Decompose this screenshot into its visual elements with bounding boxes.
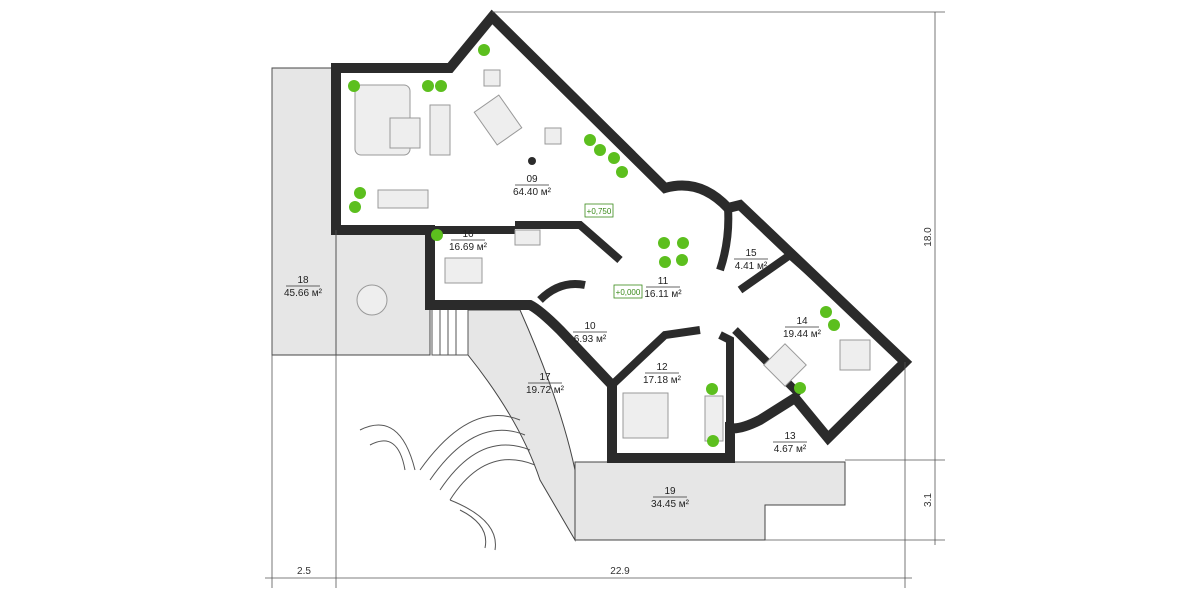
plant-icon bbox=[616, 166, 628, 178]
plant-icon bbox=[422, 80, 434, 92]
level-lower-label: +0,000 bbox=[616, 288, 641, 297]
plant-icon bbox=[658, 237, 670, 249]
room-area: 4.41 м² bbox=[735, 261, 768, 272]
room-label-12: 12 17.18 м² bbox=[643, 362, 682, 386]
dim-total-height: 18.0 bbox=[923, 227, 934, 247]
level-upper: +0,750 bbox=[584, 203, 614, 218]
dim-terrace-width: 2.5 bbox=[297, 566, 311, 577]
room-number: 17 bbox=[539, 372, 551, 383]
room-label-14: 14 19.44 м² bbox=[783, 316, 822, 340]
column bbox=[528, 157, 536, 165]
plant-icon bbox=[478, 44, 490, 56]
plant-icon bbox=[348, 80, 360, 92]
terrace-18 bbox=[271, 67, 337, 356]
room-number: 16 bbox=[462, 229, 474, 240]
plant-icon bbox=[820, 306, 832, 318]
plants bbox=[348, 44, 840, 447]
room-area: 19.44 м² bbox=[783, 329, 822, 340]
plant-icon bbox=[828, 319, 840, 331]
plant-icon bbox=[706, 383, 718, 395]
room-area: 45.66 м² bbox=[284, 288, 323, 299]
dim-total-width: 22.9 bbox=[610, 566, 630, 577]
terrace-19 bbox=[574, 461, 846, 541]
terraces bbox=[271, 67, 846, 542]
room-number: 09 bbox=[526, 174, 538, 185]
room-number: 12 bbox=[656, 362, 668, 373]
room-number: 14 bbox=[796, 316, 808, 327]
plant-icon bbox=[794, 382, 806, 394]
dim-terrace-height: 3.1 bbox=[923, 493, 934, 507]
terrace-17 bbox=[467, 309, 576, 542]
plant-icon bbox=[676, 254, 688, 266]
plant-icon bbox=[435, 80, 447, 92]
room-area: 34.45 м² bbox=[651, 499, 690, 510]
room-label-15: 15 4.41 м² bbox=[734, 248, 768, 272]
level-upper-label: +0,750 bbox=[587, 207, 612, 216]
plant-icon bbox=[707, 435, 719, 447]
room-labels: 09 64.40 м² 16 16.69 м² 18 45.66 м² 11 16.11 м²… bbox=[284, 174, 822, 510]
plant-icon bbox=[431, 229, 443, 241]
plant-icon bbox=[354, 187, 366, 199]
level-lower: +0,000 bbox=[613, 284, 643, 299]
room-label-10: 10 6.93 м² bbox=[573, 321, 607, 345]
room-label-19: 19 34.45 м² bbox=[651, 486, 690, 510]
plant-icon bbox=[608, 152, 620, 164]
room-area: 16.11 м² bbox=[644, 289, 682, 300]
room-area: 19.72 м² bbox=[526, 385, 565, 396]
room-number: 10 bbox=[584, 321, 596, 332]
stairs bbox=[359, 310, 536, 551]
dimension-lines bbox=[265, 11, 945, 588]
room-area: 6.93 м² bbox=[574, 334, 607, 345]
room-number: 13 bbox=[784, 431, 796, 442]
plant-icon bbox=[584, 134, 596, 146]
room-area: 64.40 м² bbox=[513, 187, 552, 198]
furniture bbox=[354, 69, 871, 442]
plant-icon bbox=[659, 256, 671, 268]
room-label-13: 13 4.67 м² bbox=[773, 431, 807, 455]
room-number: 19 bbox=[664, 486, 676, 497]
room-area: 16.69 м² bbox=[449, 242, 488, 253]
room-area: 17.18 м² bbox=[643, 375, 682, 386]
interior-walls bbox=[430, 207, 838, 428]
room-number: 18 bbox=[297, 275, 309, 286]
room-label-11: 11 16.11 м² bbox=[644, 276, 682, 300]
room-number: 15 bbox=[745, 248, 757, 259]
room-label-09: 09 64.40 м² bbox=[513, 174, 552, 198]
room-area: 4.67 м² bbox=[774, 444, 807, 455]
plant-icon bbox=[677, 237, 689, 249]
plant-icon bbox=[349, 201, 361, 213]
plant-icon bbox=[594, 144, 606, 156]
room-number: 11 bbox=[658, 276, 669, 287]
building-floor bbox=[331, 9, 913, 463]
room-label-17: 17 19.72 м² bbox=[526, 372, 565, 396]
room-label-16: 16 16.69 м² bbox=[449, 229, 488, 253]
room-label-18: 18 45.66 м² bbox=[284, 275, 323, 299]
